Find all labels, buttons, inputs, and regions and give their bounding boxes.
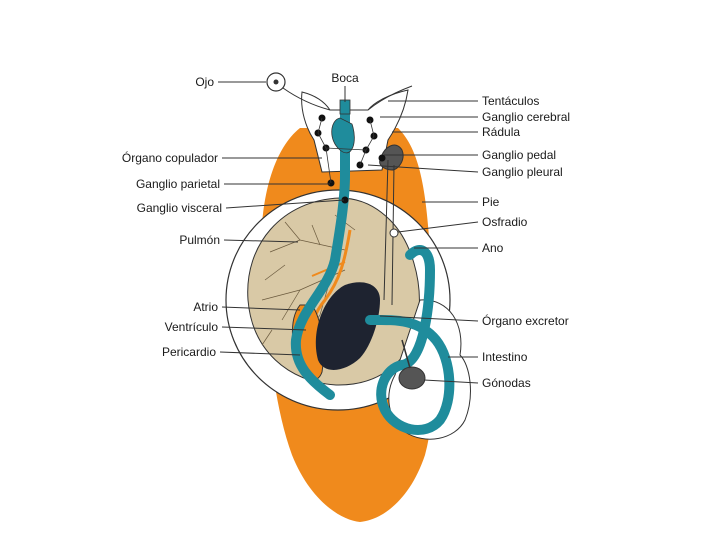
- label-ganglio-cerebral: Ganglio cerebral: [482, 110, 570, 124]
- leader-lines: [218, 81, 479, 384]
- label-intestino: Intestino: [482, 350, 528, 364]
- esophagus: [331, 117, 355, 154]
- lung-cavity: [247, 197, 420, 386]
- label-organo-excretor: Órgano excretor: [482, 313, 569, 328]
- label-pericardio: Pericardio: [162, 345, 216, 359]
- mouth: [339, 99, 351, 115]
- label-tentaculos: Tentáculos: [482, 94, 539, 108]
- label-ano: Ano: [482, 241, 504, 255]
- label-osfradio: Osfradio: [482, 215, 528, 229]
- label-radula: Rádula: [482, 125, 520, 139]
- label-boca: Boca: [331, 71, 359, 85]
- label-pulmon: Pulmón: [179, 233, 220, 247]
- tentacle-left: [282, 87, 331, 111]
- label-ganglio-parietal: Ganglio parietal: [136, 177, 220, 191]
- label-ganglio-pedal: Ganglio pedal: [482, 148, 556, 162]
- tentacle-right: [367, 85, 413, 111]
- head: [301, 89, 409, 173]
- label-ganglio-visceral: Ganglio visceral: [137, 201, 222, 215]
- label-ventriculo: Ventrículo: [165, 320, 219, 334]
- gonad: [398, 366, 426, 390]
- label-ganglio-pleural: Ganglio pleural: [482, 165, 563, 179]
- osphradium: [389, 228, 399, 238]
- label-gonodas: Gónodas: [482, 376, 531, 390]
- label-organo-copulador: Órgano copulador: [122, 150, 218, 165]
- label-pie: Pie: [482, 195, 500, 209]
- label-ojo: Ojo: [195, 75, 214, 89]
- nerve-ring: [317, 117, 375, 184]
- dark-gland: [379, 144, 404, 171]
- label-atrio: Atrio: [193, 300, 218, 314]
- excretory-organ: [315, 282, 380, 370]
- intestine: [290, 103, 455, 435]
